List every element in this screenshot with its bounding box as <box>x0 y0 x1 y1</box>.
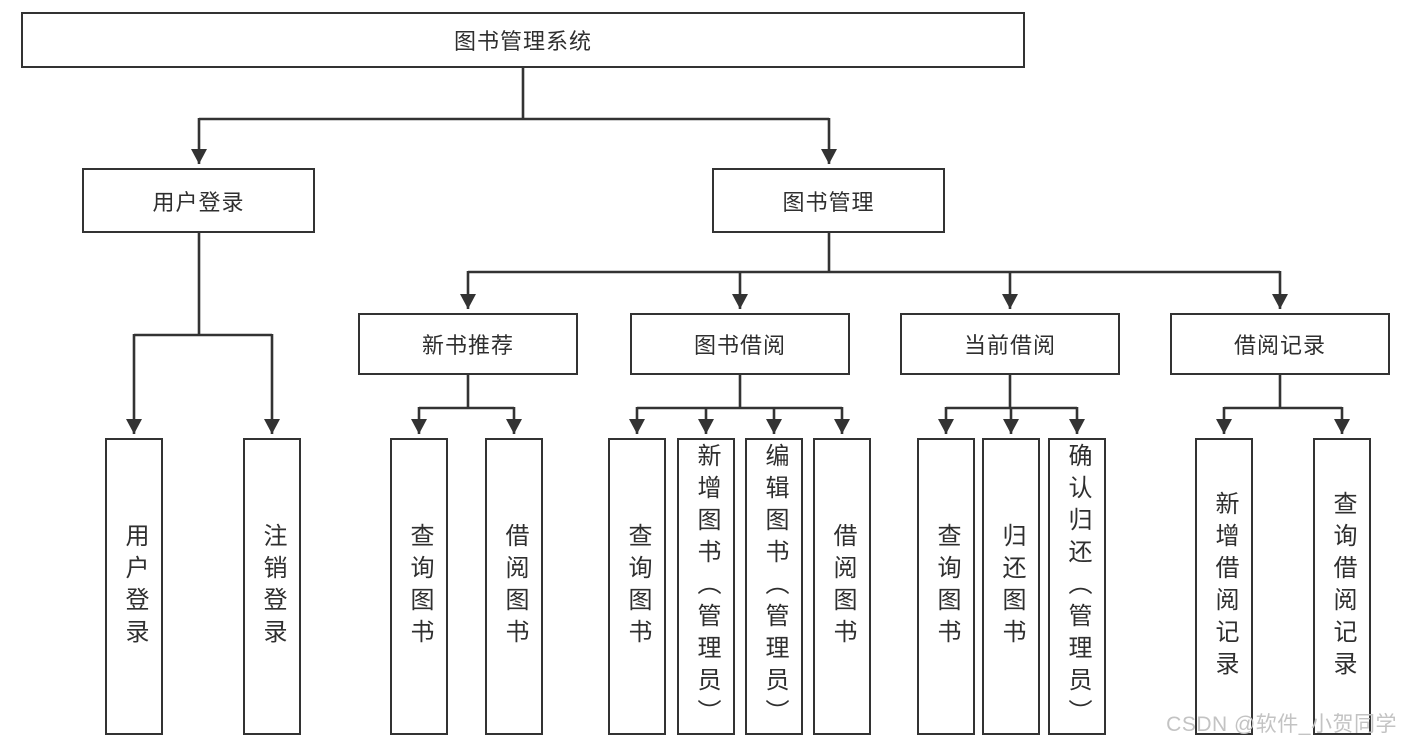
leaf-label: 归还图书 <box>998 522 1025 651</box>
leaf-label: 借阅图书 <box>829 522 856 651</box>
leaf-logout: 注销登录 <box>243 438 301 735</box>
node-book-borrow: 图书借阅 <box>630 313 850 375</box>
leaf-confirm-return-admin: 确认归还（管理员） <box>1048 438 1106 735</box>
csdn-watermark: CSDN @软件_小贺同学 <box>1166 713 1397 736</box>
node-current-borrow: 当前借阅 <box>900 313 1120 375</box>
leaf-user-login: 用户登录 <box>105 438 163 735</box>
leaf-query-borrow-record: 查询借阅记录 <box>1313 438 1371 735</box>
leaf-label: 用户登录 <box>121 522 148 651</box>
leaf-label: 查询图书 <box>624 522 651 651</box>
leaf-label: 编辑图书（管理员） <box>761 442 788 731</box>
node-book-management: 图书管理 <box>712 168 945 233</box>
leaf-borrow-books-2: 借阅图书 <box>813 438 871 735</box>
leaf-label: 注销登录 <box>259 522 286 651</box>
leaf-label: 确认归还（管理员） <box>1064 442 1091 731</box>
node-user-login: 用户登录 <box>82 168 315 233</box>
leaf-label: 查询图书 <box>406 522 433 651</box>
leaf-query-books-2: 查询图书 <box>608 438 666 735</box>
node-borrow-record: 借阅记录 <box>1170 313 1390 375</box>
leaf-label: 查询借阅记录 <box>1329 490 1356 683</box>
leaf-label: 新增借阅记录 <box>1211 490 1238 683</box>
leaf-add-borrow-record: 新增借阅记录 <box>1195 438 1253 735</box>
leaf-query-books-3: 查询图书 <box>917 438 975 735</box>
leaf-edit-books-admin: 编辑图书（管理员） <box>745 438 803 735</box>
node-new-book-recommend: 新书推荐 <box>358 313 578 375</box>
leaf-label: 借阅图书 <box>501 522 528 651</box>
leaf-add-books-admin: 新增图书（管理员） <box>677 438 735 735</box>
leaf-query-books-1: 查询图书 <box>390 438 448 735</box>
leaf-borrow-books-1: 借阅图书 <box>485 438 543 735</box>
leaf-label: 查询图书 <box>933 522 960 651</box>
node-root-library-system: 图书管理系统 <box>21 12 1025 68</box>
leaf-return-books: 归还图书 <box>982 438 1040 735</box>
leaf-label: 新增图书（管理员） <box>693 442 720 731</box>
